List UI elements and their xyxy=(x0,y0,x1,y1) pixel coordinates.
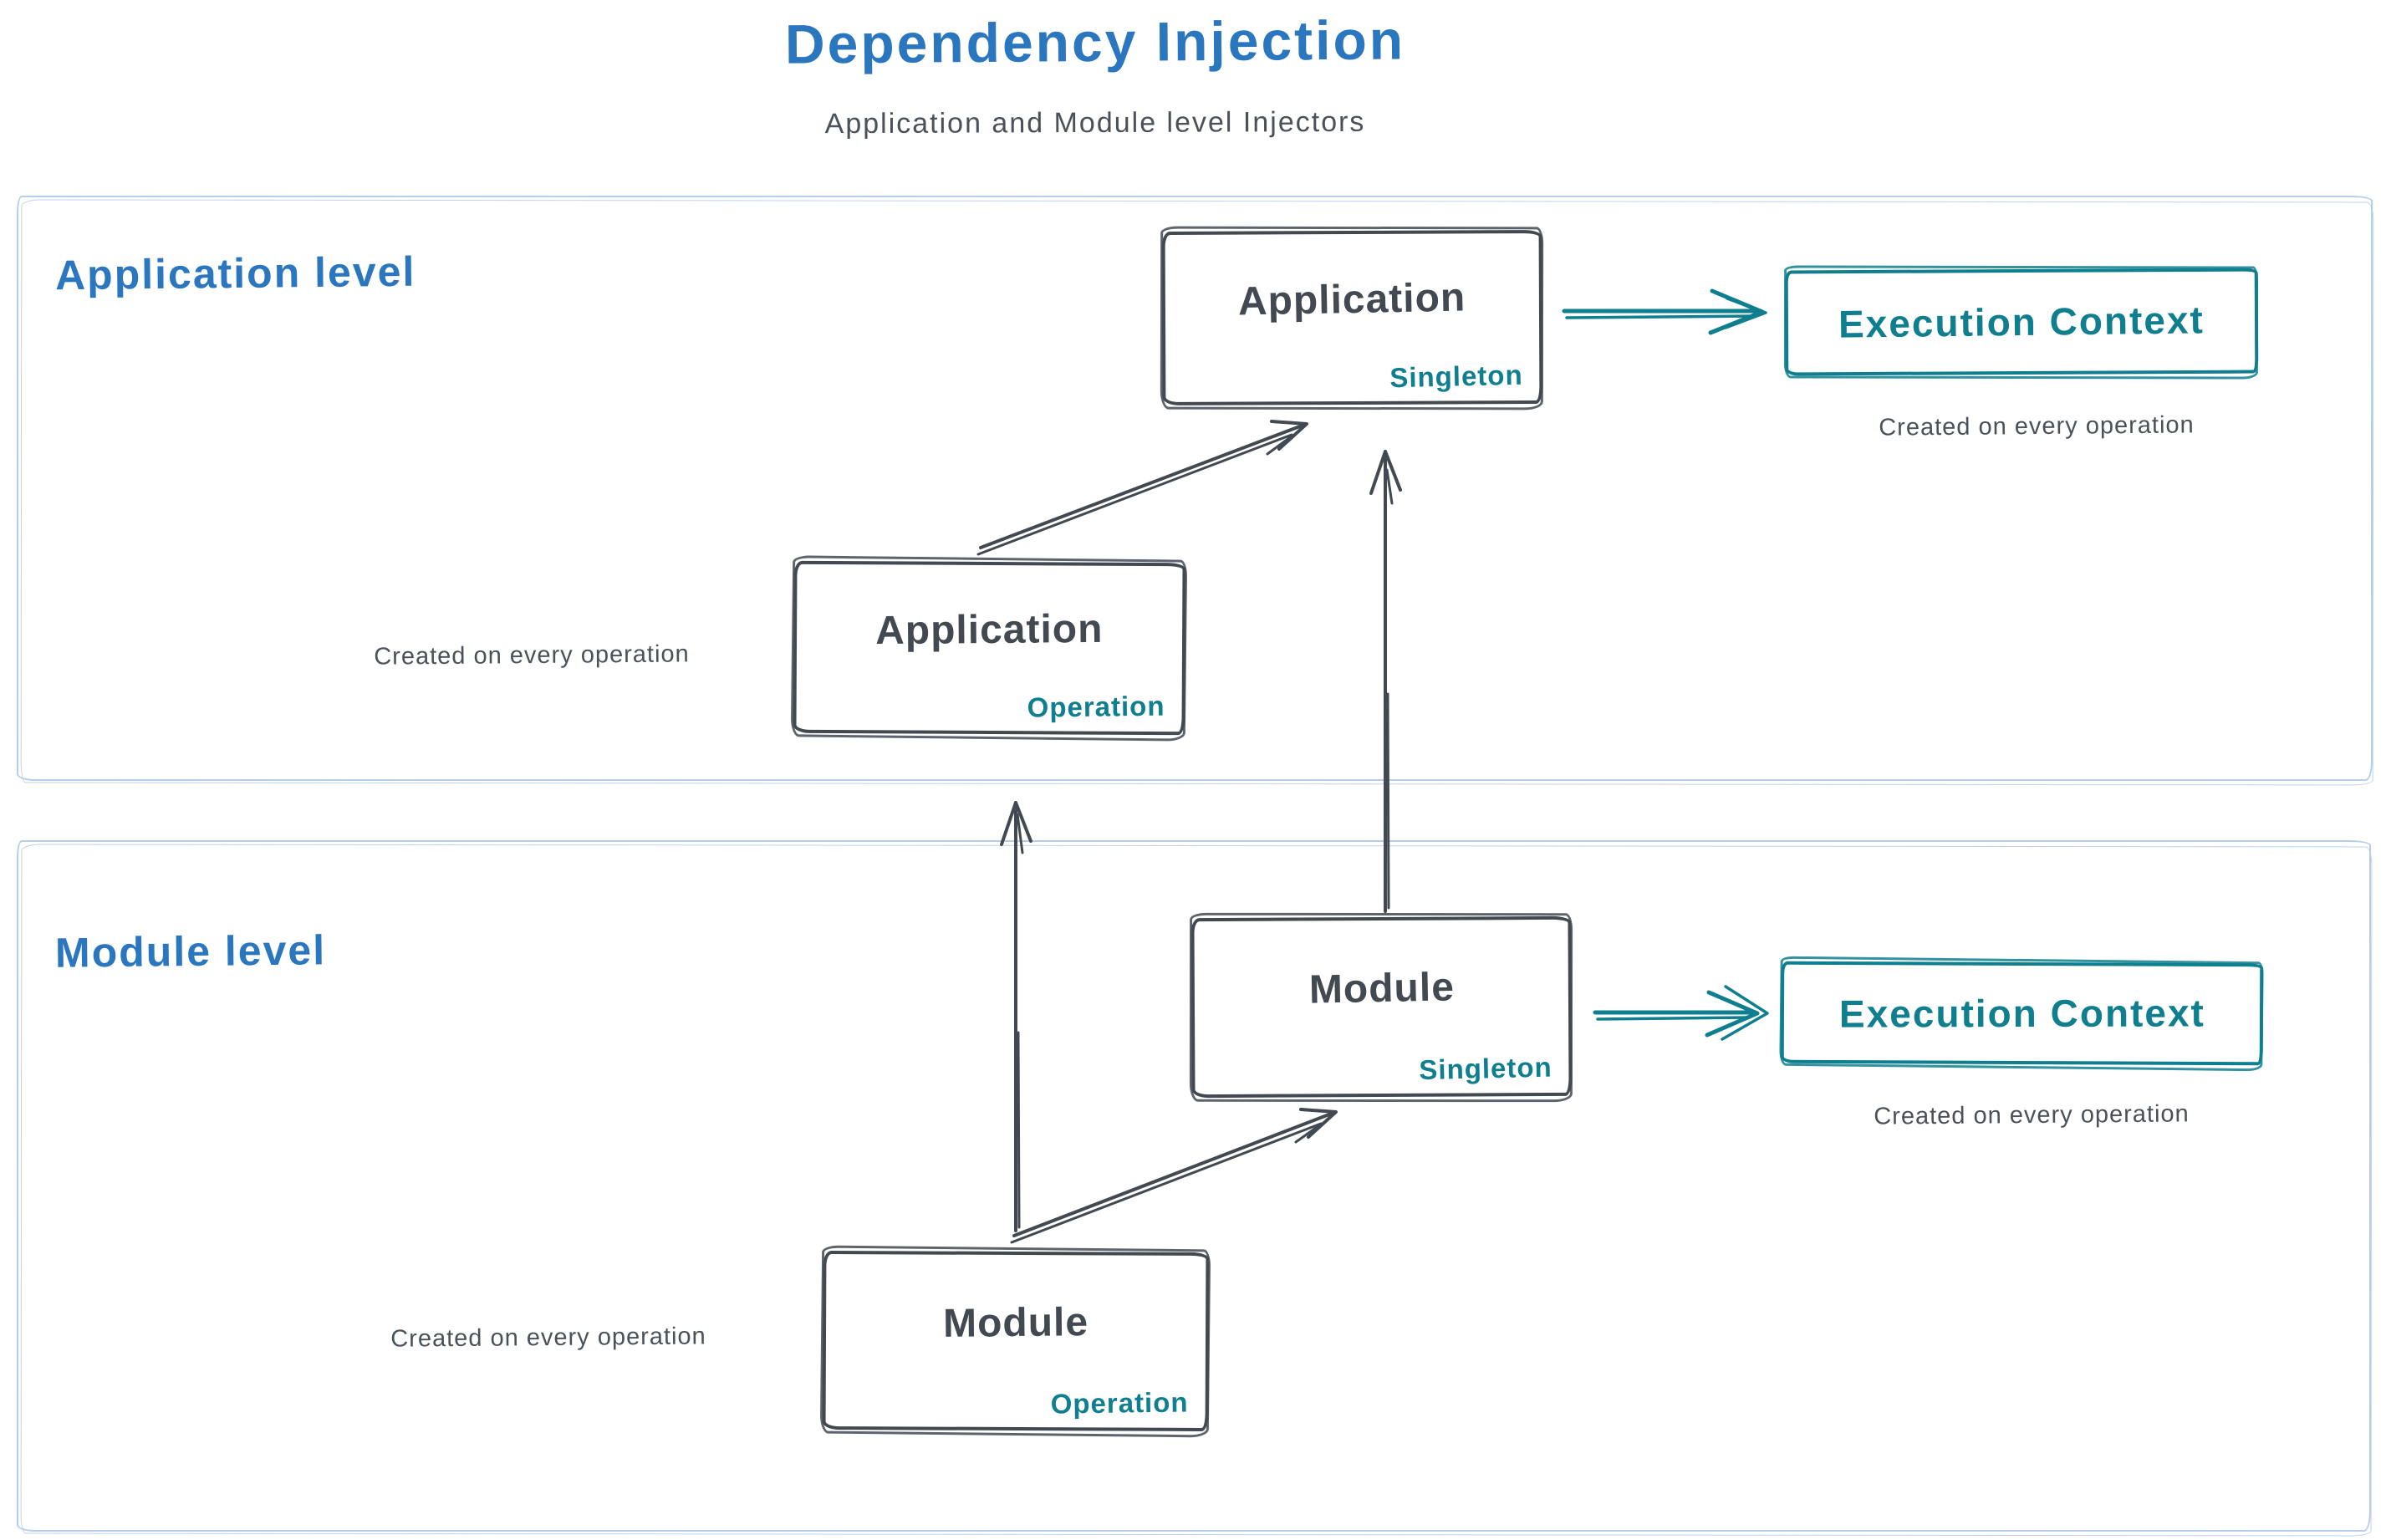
box-module-singleton-title: Module xyxy=(1308,965,1455,1012)
caption-module-operation: Created on every operation xyxy=(390,1323,706,1353)
section-label-application-level: Application level xyxy=(54,247,416,299)
page-title: Dependency Injection xyxy=(784,8,1406,75)
box-module-singleton-badge: Singleton xyxy=(1418,1051,1552,1086)
execution-context-module-label: Execution Context xyxy=(1838,991,2205,1036)
box-module-singleton: Module Singleton xyxy=(1190,915,1573,1099)
caption-module-execution-context: Created on every operation xyxy=(1874,1100,2190,1130)
box-module-operation-title: Module xyxy=(942,1299,1089,1346)
section-application-level: Application level xyxy=(17,196,2373,781)
caption-application-operation: Created on every operation xyxy=(374,640,690,671)
caption-application-execution-context: Created on every operation xyxy=(1879,411,2195,441)
box-execution-context-module: Execution Context xyxy=(1780,961,2264,1066)
box-application-operation: Application Operation xyxy=(793,560,1186,736)
box-application-operation-title: Application xyxy=(875,606,1104,653)
section-label-module-level: Module level xyxy=(54,926,327,977)
box-module-operation-badge: Operation xyxy=(1050,1386,1189,1420)
box-application-singleton-title: Application xyxy=(1237,275,1467,324)
box-application-singleton: Application Singleton xyxy=(1161,230,1543,405)
execution-context-application-label: Execution Context xyxy=(1838,298,2205,346)
box-module-operation: Module Operation xyxy=(822,1250,1210,1432)
box-execution-context-application: Execution Context xyxy=(1784,268,2259,376)
section-module-level: Module level xyxy=(17,840,2371,1532)
page-subtitle: Application and Module level Injectors xyxy=(824,105,1366,140)
box-application-singleton-badge: Singleton xyxy=(1389,359,1523,394)
box-application-operation-badge: Operation xyxy=(1027,690,1165,723)
